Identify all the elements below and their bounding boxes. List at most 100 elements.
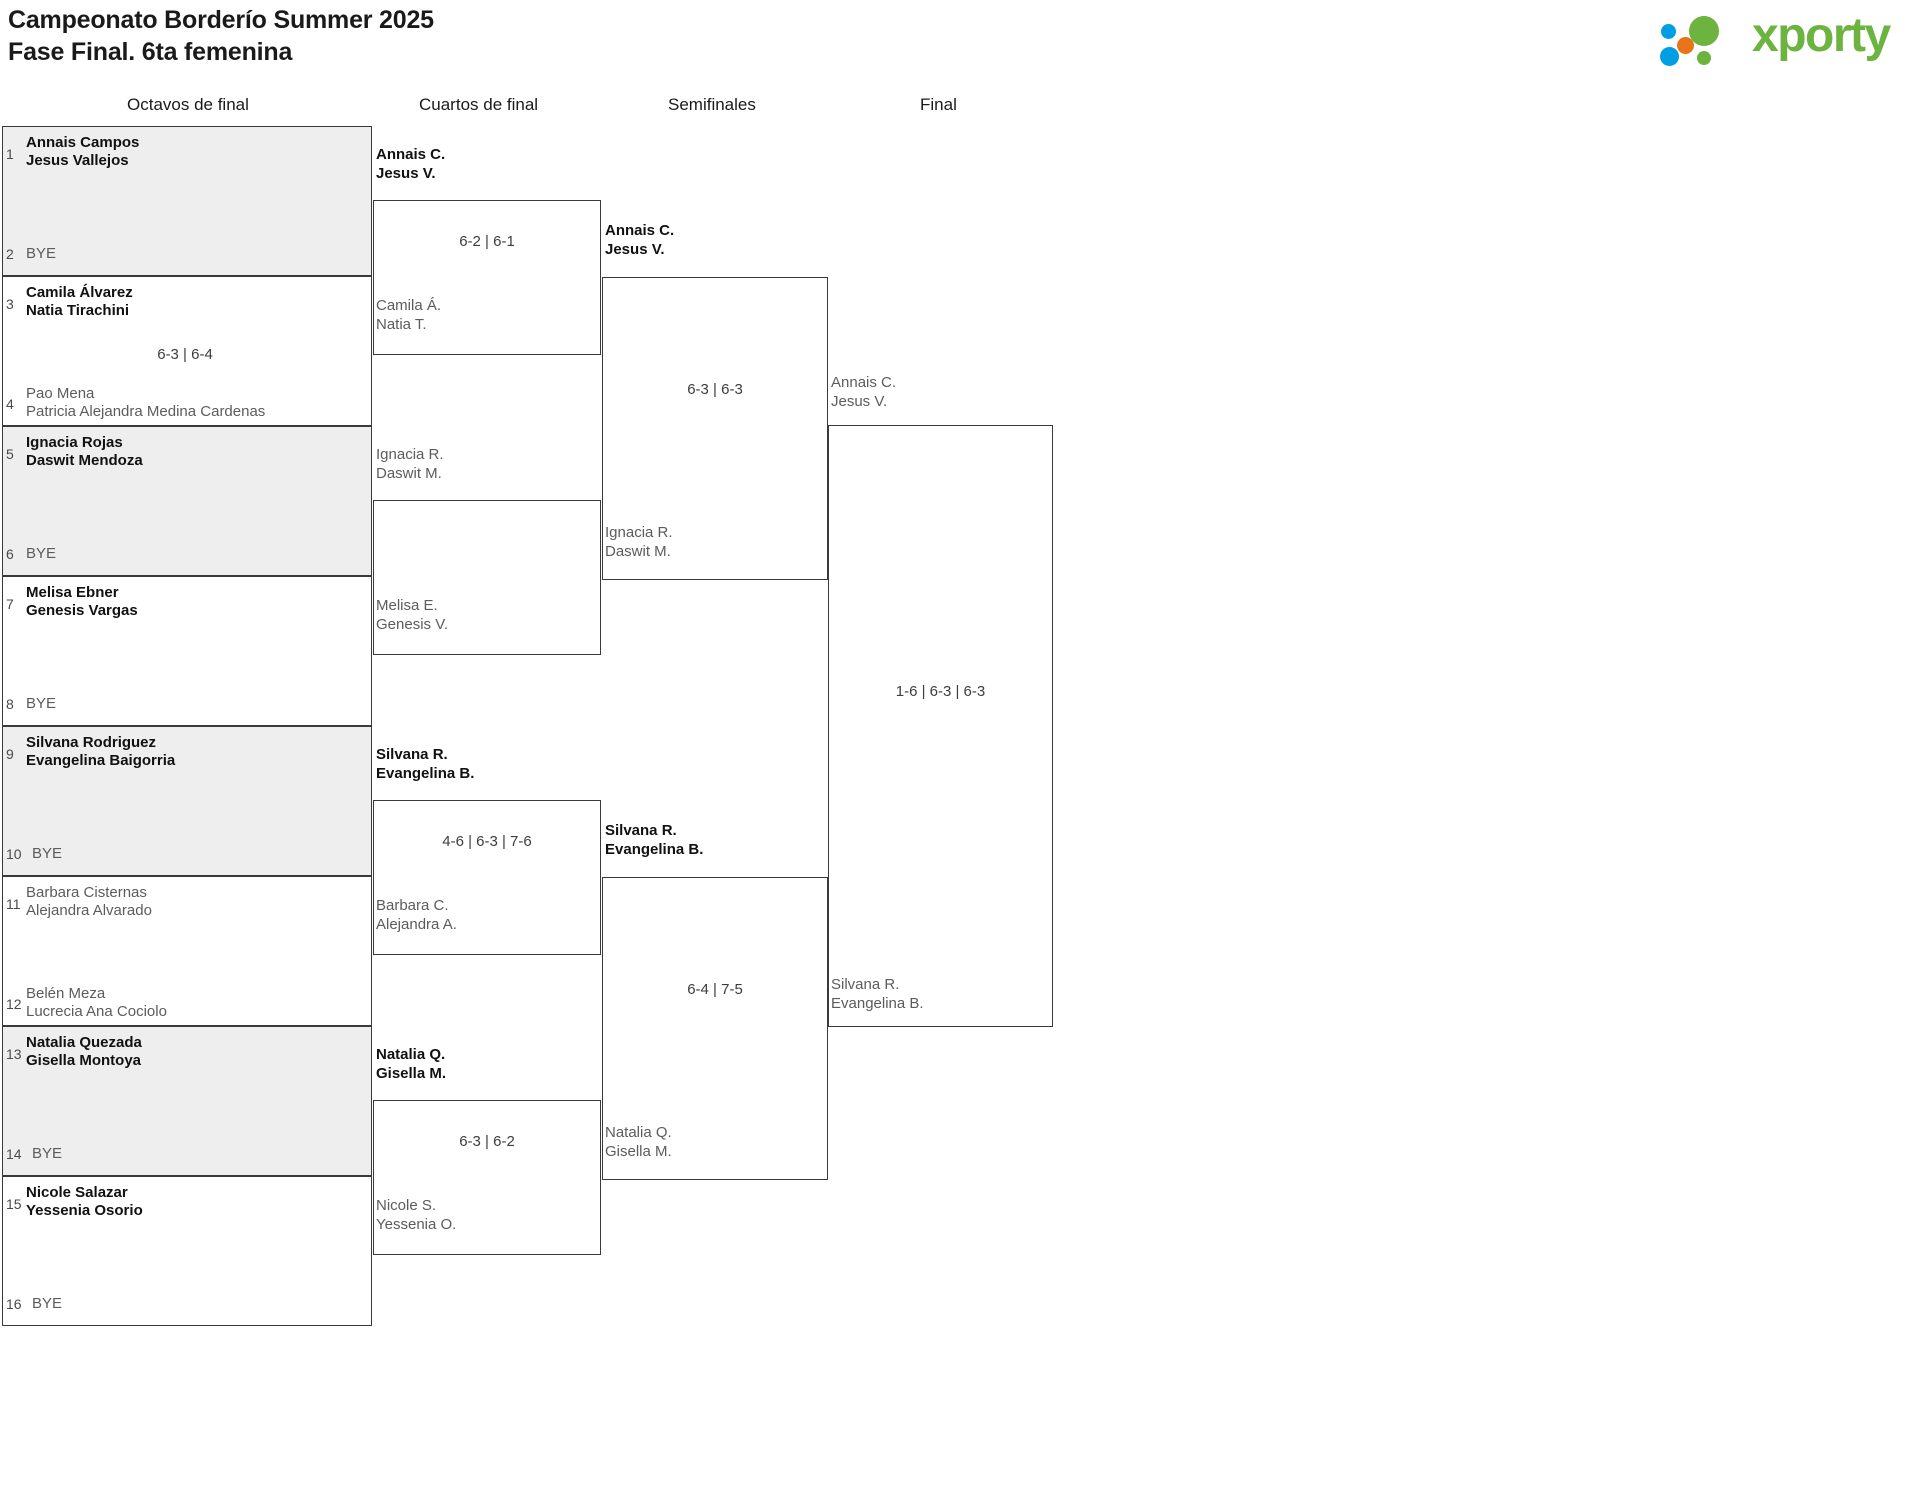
- r1-match-box[interactable]: [2, 276, 372, 426]
- player-name: Evangelina B.: [605, 841, 704, 858]
- player-name: Jesus Vallejos: [26, 152, 129, 169]
- tournament-name: Campeonato Borderío Summer 2025: [8, 6, 434, 34]
- player-name: Annais C.: [376, 146, 446, 163]
- r3-score: 6-4 | 7-5: [687, 981, 743, 998]
- logo-wordmark: xporty: [1752, 9, 1891, 62]
- player-name: Belén Meza: [26, 985, 106, 1002]
- player-name: Patricia Alejandra Medina Cardenas: [26, 403, 266, 420]
- logo-dot-orange: [1677, 37, 1694, 54]
- seed-number: 13: [6, 1046, 22, 1062]
- r1-match-box[interactable]: [2, 126, 372, 276]
- player-name: Daswit M.: [376, 465, 442, 482]
- seed-number: 11: [6, 896, 21, 912]
- seed-number: 16: [6, 1296, 22, 1312]
- r4-match-box[interactable]: [828, 425, 1053, 1027]
- player-name: Alejandra Alvarado: [26, 902, 152, 919]
- seed-number: 15: [6, 1196, 22, 1212]
- bye-label: BYE: [32, 845, 63, 862]
- r1-match-box[interactable]: [2, 576, 372, 726]
- player-name: Barbara C.: [376, 897, 449, 914]
- r3-score: 6-3 | 6-3: [687, 381, 743, 398]
- r2-match-box[interactable]: [373, 500, 601, 655]
- r1-match-box[interactable]: [2, 1176, 372, 1326]
- player-name: Evangelina B.: [376, 765, 475, 782]
- seed-number: 6: [6, 546, 14, 562]
- r3-match-box[interactable]: [602, 877, 828, 1180]
- player-name: Genesis Vargas: [26, 602, 138, 619]
- player-name: Nicole S.: [376, 1197, 437, 1214]
- logo-dot-blue-small: [1661, 24, 1676, 39]
- bye-label: BYE: [26, 695, 57, 712]
- player-name: Lucrecia Ana Cociolo: [26, 1003, 167, 1020]
- player-name: Evangelina B.: [831, 995, 924, 1012]
- r2-score: 4-6 | 6-3 | 7-6: [442, 833, 532, 850]
- seed-number: 10: [6, 846, 22, 862]
- r2-score: 6-2 | 6-1: [459, 233, 515, 250]
- page-title: Campeonato Borderío Summer 2025 Fase Fin…: [8, 4, 434, 68]
- player-name: Melisa E.: [376, 597, 438, 614]
- bye-label: BYE: [32, 1295, 63, 1312]
- seed-number: 3: [6, 296, 14, 312]
- player-name: Camila Á.: [376, 297, 442, 314]
- player-name: Ignacia R.: [605, 524, 673, 541]
- player-name: Silvana Rodriguez: [26, 734, 157, 751]
- seed-number: 5: [6, 446, 14, 462]
- player-name: Annais C.: [831, 374, 897, 391]
- xporty-logo: xporty: [1657, 8, 1902, 66]
- round-header-semifinales: Semifinales: [668, 95, 756, 114]
- player-name: Natalia Q.: [376, 1046, 446, 1063]
- player-name: Gisella M.: [376, 1065, 447, 1082]
- r1-match-box[interactable]: [2, 726, 372, 876]
- player-name: Ignacia R.: [376, 446, 444, 463]
- round-header-octavos: Octavos de final: [127, 95, 249, 114]
- player-name: Annais C.: [605, 222, 675, 239]
- seed-number: 7: [6, 596, 14, 612]
- player-name: Pao Mena: [26, 385, 95, 402]
- player-name: Gisella Montoya: [26, 1052, 142, 1069]
- player-name: Barbara Cisternas: [26, 884, 147, 901]
- r2-match-box[interactable]: [373, 1100, 601, 1255]
- seed-number: 4: [6, 396, 14, 412]
- player-name: Nicole Salazar: [26, 1184, 128, 1201]
- player-name: Daswit M.: [605, 543, 671, 560]
- player-name: Gisella M.: [605, 1143, 672, 1160]
- seed-number: 2: [6, 246, 14, 262]
- seed-number: 9: [6, 746, 14, 762]
- seed-number: 1: [6, 146, 14, 162]
- logo-dot-green-large: [1689, 16, 1719, 46]
- player-name: Ignacia Rojas: [26, 434, 123, 451]
- player-name: Evangelina Baigorria: [26, 752, 176, 769]
- seed-number: 14: [6, 1146, 22, 1162]
- player-name: Natia Tirachini: [26, 302, 130, 319]
- bye-label: BYE: [26, 545, 57, 562]
- player-name: Jesus V.: [605, 241, 665, 258]
- player-name: Natalia Quezada: [26, 1034, 142, 1051]
- r4-score: 1-6 | 6-3 | 6-3: [895, 683, 986, 700]
- r1-score: 6-3 | 6-4: [157, 346, 213, 363]
- r1-match-box[interactable]: [2, 1026, 372, 1176]
- player-name: Yessenia O.: [376, 1216, 457, 1233]
- player-name: Jesus V.: [376, 165, 436, 182]
- bye-label: BYE: [26, 245, 57, 262]
- player-name: Jesus V.: [831, 393, 888, 410]
- r2-match-box[interactable]: [373, 200, 601, 355]
- r1-match-box[interactable]: [2, 426, 372, 576]
- round-header-final: Final: [920, 95, 957, 114]
- player-name: Alejandra A.: [376, 916, 457, 933]
- bye-label: BYE: [32, 1145, 63, 1162]
- r1-match-box[interactable]: [2, 876, 372, 1026]
- seed-number: 8: [6, 696, 14, 712]
- player-name: Yessenia Osorio: [26, 1202, 143, 1219]
- player-name: Genesis V.: [376, 616, 448, 633]
- player-name: Camila Álvarez: [26, 284, 133, 301]
- r3-match-box[interactable]: [602, 277, 828, 580]
- player-name: Silvana R.: [376, 746, 448, 763]
- player-name: Annais Campos: [26, 134, 140, 151]
- seed-number: 12: [6, 996, 22, 1012]
- round-header-cuartos: Cuartos de final: [419, 95, 539, 114]
- logo-dot-blue-large: [1660, 47, 1679, 66]
- r2-match-box[interactable]: [373, 800, 601, 955]
- player-name: Daswit Mendoza: [26, 452, 143, 469]
- tournament-phase: Fase Final. 6ta femenina: [8, 38, 293, 66]
